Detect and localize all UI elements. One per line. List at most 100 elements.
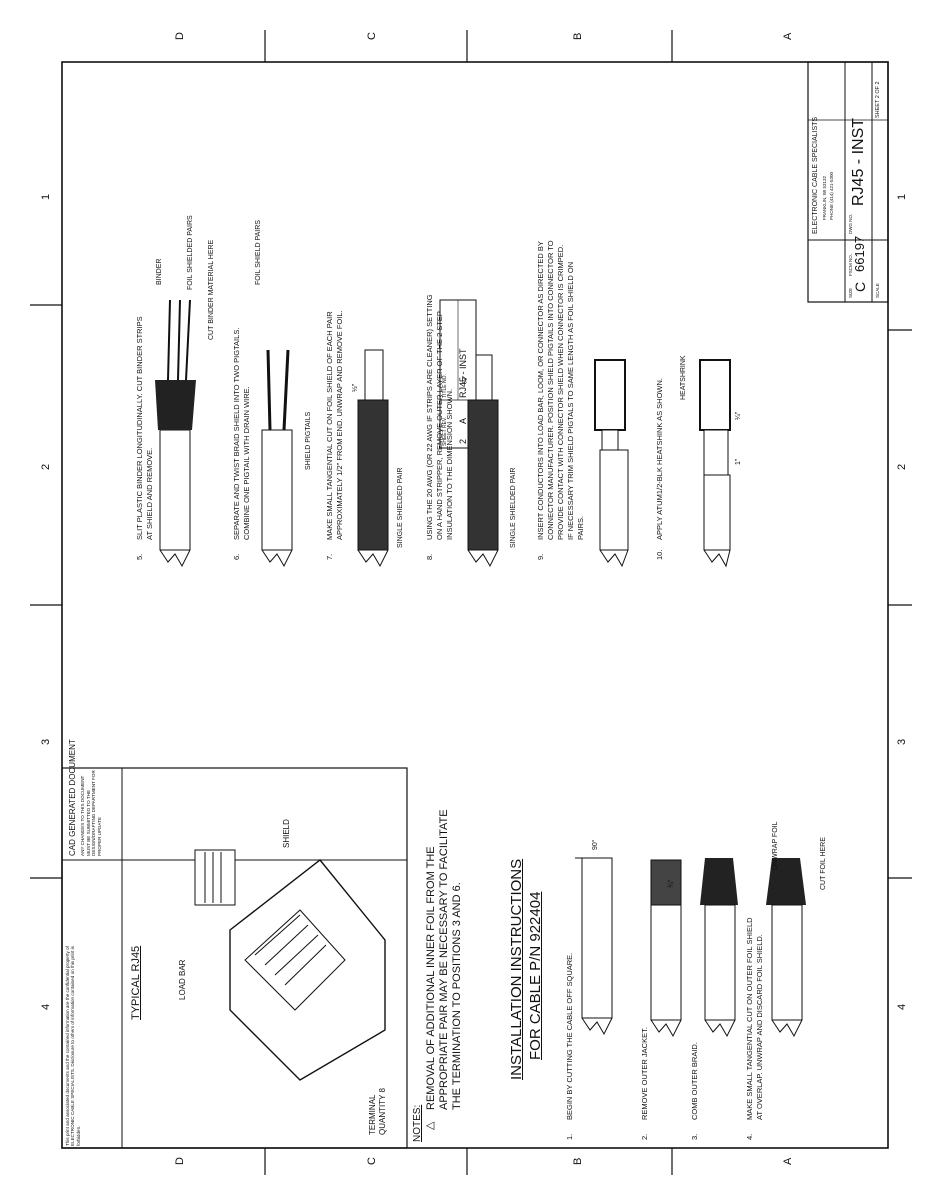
- step6-cable: [261, 349, 293, 568]
- step6-label-pigtails: SHIELD PIGTAILS: [305, 411, 312, 470]
- tb-dwg-label: DWG NO.: [848, 213, 853, 234]
- header-title: RJ45 - INST: [458, 348, 468, 398]
- zone-row-d-top: D: [174, 32, 186, 40]
- zone-row-a-top: A: [782, 32, 794, 40]
- typical-rj45-title: TYPICAL RJ45: [130, 945, 142, 1020]
- note1-triangle: △: [424, 1121, 436, 1130]
- step9-text-line1: INSERT CONDUCTORS INTO LOAD BAR, LOOM, O…: [536, 241, 545, 540]
- shield-label: SHIELD: [282, 819, 291, 848]
- zone-row-b-bottom: B: [572, 1157, 584, 1165]
- note1-line3: THE TERMINATION TO POSITIONS 3 AND 6.: [451, 882, 463, 1110]
- note1-line2: APPROPRIATE PAIR MAY BE NECESSARY TO FAC…: [438, 809, 450, 1110]
- step2-text: REMOVE OUTER JACKET.: [640, 1027, 649, 1120]
- step3-text: COMB OUTER BRAID.: [690, 1042, 699, 1120]
- step10-label-heatshrink: HEATSHRINK: [680, 355, 687, 400]
- step2-cable: [650, 859, 682, 1038]
- step8-num: 8.: [425, 553, 434, 560]
- zone-col-2-left: 2: [40, 463, 52, 470]
- step4-label-unwrap: UNWRAP FOIL: [772, 821, 779, 871]
- terminal-qty-label: QUANTITY 8: [378, 1088, 387, 1135]
- zone-row-c-bottom: C: [366, 1157, 378, 1165]
- zone-row-c-top: C: [366, 32, 378, 40]
- step9-num: 9.: [536, 553, 545, 560]
- step1-cable: [575, 857, 613, 1036]
- step6-label-pairs: FOIL SHIELD PAIRS: [255, 220, 262, 285]
- header-rev: A: [458, 417, 468, 424]
- step4-text-line2: AT OVERLAP. UNWRAP AND DISCARD FOIL SHIE…: [755, 934, 764, 1120]
- step10-num: 10.: [655, 549, 664, 560]
- zone-row-b-top: B: [572, 32, 584, 40]
- zone-col-4-left: 4: [40, 1003, 52, 1010]
- zone-col-2-right: 2: [896, 463, 908, 470]
- step4-label-cut: CUT FOIL HERE: [820, 837, 827, 890]
- tb-dwg: RJ45 - INST: [850, 117, 867, 206]
- tb-address: FRANKLIN, WI 53132: [822, 175, 827, 220]
- notes-heading: NOTES:: [412, 1104, 423, 1142]
- step6-text-line2: COMBINE ONE PIGTAIL WITH DRAIN WIRE.: [242, 386, 251, 540]
- step6-text-line1: SEPARATE AND TWIST BRAID SHIELD INTO TWO…: [232, 327, 241, 540]
- step8-text-line2: ON A HAND STRIPPER, REMOVE OUTER LAYER O…: [435, 311, 444, 540]
- step7-cable: [357, 349, 389, 568]
- tb-cage: 66197: [852, 235, 867, 272]
- step8-text-line1: USING THE 20 AWG (OR 22 AWG IF STRIPS AR…: [425, 294, 434, 540]
- zone-col-1-right: 1: [896, 193, 908, 200]
- step10-text: APPLY ATUM1/2-BLK HEATSHINK AS SHOWN.: [655, 378, 664, 540]
- install-title-line2: FOR CABLE P/N 922404: [527, 891, 544, 1060]
- step4-text-line1: MAKE SMALL TANGENTIAL CUT ON OUTER FOIL …: [745, 917, 754, 1120]
- step7-label-dim: ½": [352, 383, 359, 392]
- step9-text-line2: CONNECTOR MANUFACTURER. POSITION SHIELD …: [546, 240, 555, 540]
- step1-text: BEGIN BY CUTTING THE CABLE OFF SQUARE.: [565, 952, 574, 1120]
- step8-label-dim: ⅜": [462, 375, 469, 384]
- step8-label-pair: SINGLE SHIELDED PAIR: [510, 467, 517, 548]
- step4-cable: [766, 858, 806, 1038]
- tb-sheet: SHEET 2 OF 2: [875, 81, 881, 118]
- step7-label-pair: SINGLE SHIELDED PAIR: [397, 467, 404, 548]
- zone-col-1-left: 1: [40, 193, 52, 200]
- zone-col-3-right: 3: [896, 738, 908, 745]
- step1-label: 90°: [592, 839, 599, 850]
- load-bar-label: LOAD BAR: [178, 959, 187, 1000]
- header-sheet: 2: [458, 438, 468, 444]
- zone-row-a-bottom: A: [782, 1157, 794, 1165]
- tb-company: ELECTRONIC CABLE SPECIALISTS: [812, 116, 819, 234]
- step10-label-dim2: ¼": [735, 411, 742, 420]
- step3-num: 3.: [690, 1133, 699, 1140]
- step10-label-dim1: 1": [735, 458, 742, 465]
- confidential-notice: This print and associated documents and …: [65, 946, 81, 1146]
- terminal-label: TERMINAL: [368, 1094, 377, 1135]
- step7-num: 7.: [325, 553, 334, 560]
- step5-text-line1: SLIT PLASTIC BINDER LONGITUDINALLY. CUT …: [135, 316, 144, 540]
- step4-num: 4.: [745, 1133, 754, 1140]
- step10-connector: [699, 359, 731, 568]
- step8-cable: [467, 354, 499, 568]
- zone-row-d-bottom: D: [174, 1157, 186, 1165]
- step2-num: 2.: [640, 1133, 649, 1140]
- step5-label-binder: BINDER: [156, 258, 163, 285]
- zone-col-4-right: 4: [896, 1003, 908, 1010]
- step6-num: 6.: [232, 553, 241, 560]
- install-title-line1: INSTALLATION INSTRUCTIONS: [508, 858, 525, 1080]
- step9-text-line4: IF NECESSARY TRIM SHIELD PIGTALS TO SAME…: [566, 261, 575, 540]
- tb-phone: PHONE (414) 421-5300: [829, 171, 834, 220]
- step5-cable: [155, 299, 196, 568]
- zone-col-3-left: 3: [40, 738, 52, 745]
- step9-connector: [594, 359, 629, 568]
- cad-notice-title: CAD GENERATED DOCUMENT: [68, 739, 77, 856]
- note1-line1: REMOVAL OF ADDITIONAL INNER FOIL FROM TH…: [425, 846, 437, 1110]
- step8-text-line3: INSULATION TO THE DIMENSION SHOWN.: [445, 388, 454, 540]
- step9-text-line5: PAIRS.: [576, 515, 585, 540]
- title-block: [807, 61, 889, 303]
- step3-cable: [700, 858, 738, 1038]
- step7-text-line1: MAKE SMALL TANGENTIAL CUT ON FOIL SHIELD…: [325, 311, 334, 540]
- step5-label-pairs: FOIL SHIELDED PAIRS: [187, 215, 194, 290]
- typical-rj45-box: [61, 767, 408, 1149]
- step5-label-cut: CUT BINDER MATERIAL HERE: [208, 239, 215, 340]
- step7-text-line2: APPROXIMATELY 1/2" FROM END. UNWRAP AND …: [335, 310, 344, 540]
- tb-size: C: [852, 281, 868, 292]
- step5-num: 5.: [135, 553, 144, 560]
- rj45-plug-drawing: [194, 849, 386, 1081]
- cad-notice-body: ANY CHANGES TO THIS DOCUMENT MUST BE SUB…: [80, 770, 102, 856]
- step1-num: 1.: [565, 1133, 574, 1140]
- step5-text-line2: AT SHIELD AND REMOVE.: [145, 447, 154, 540]
